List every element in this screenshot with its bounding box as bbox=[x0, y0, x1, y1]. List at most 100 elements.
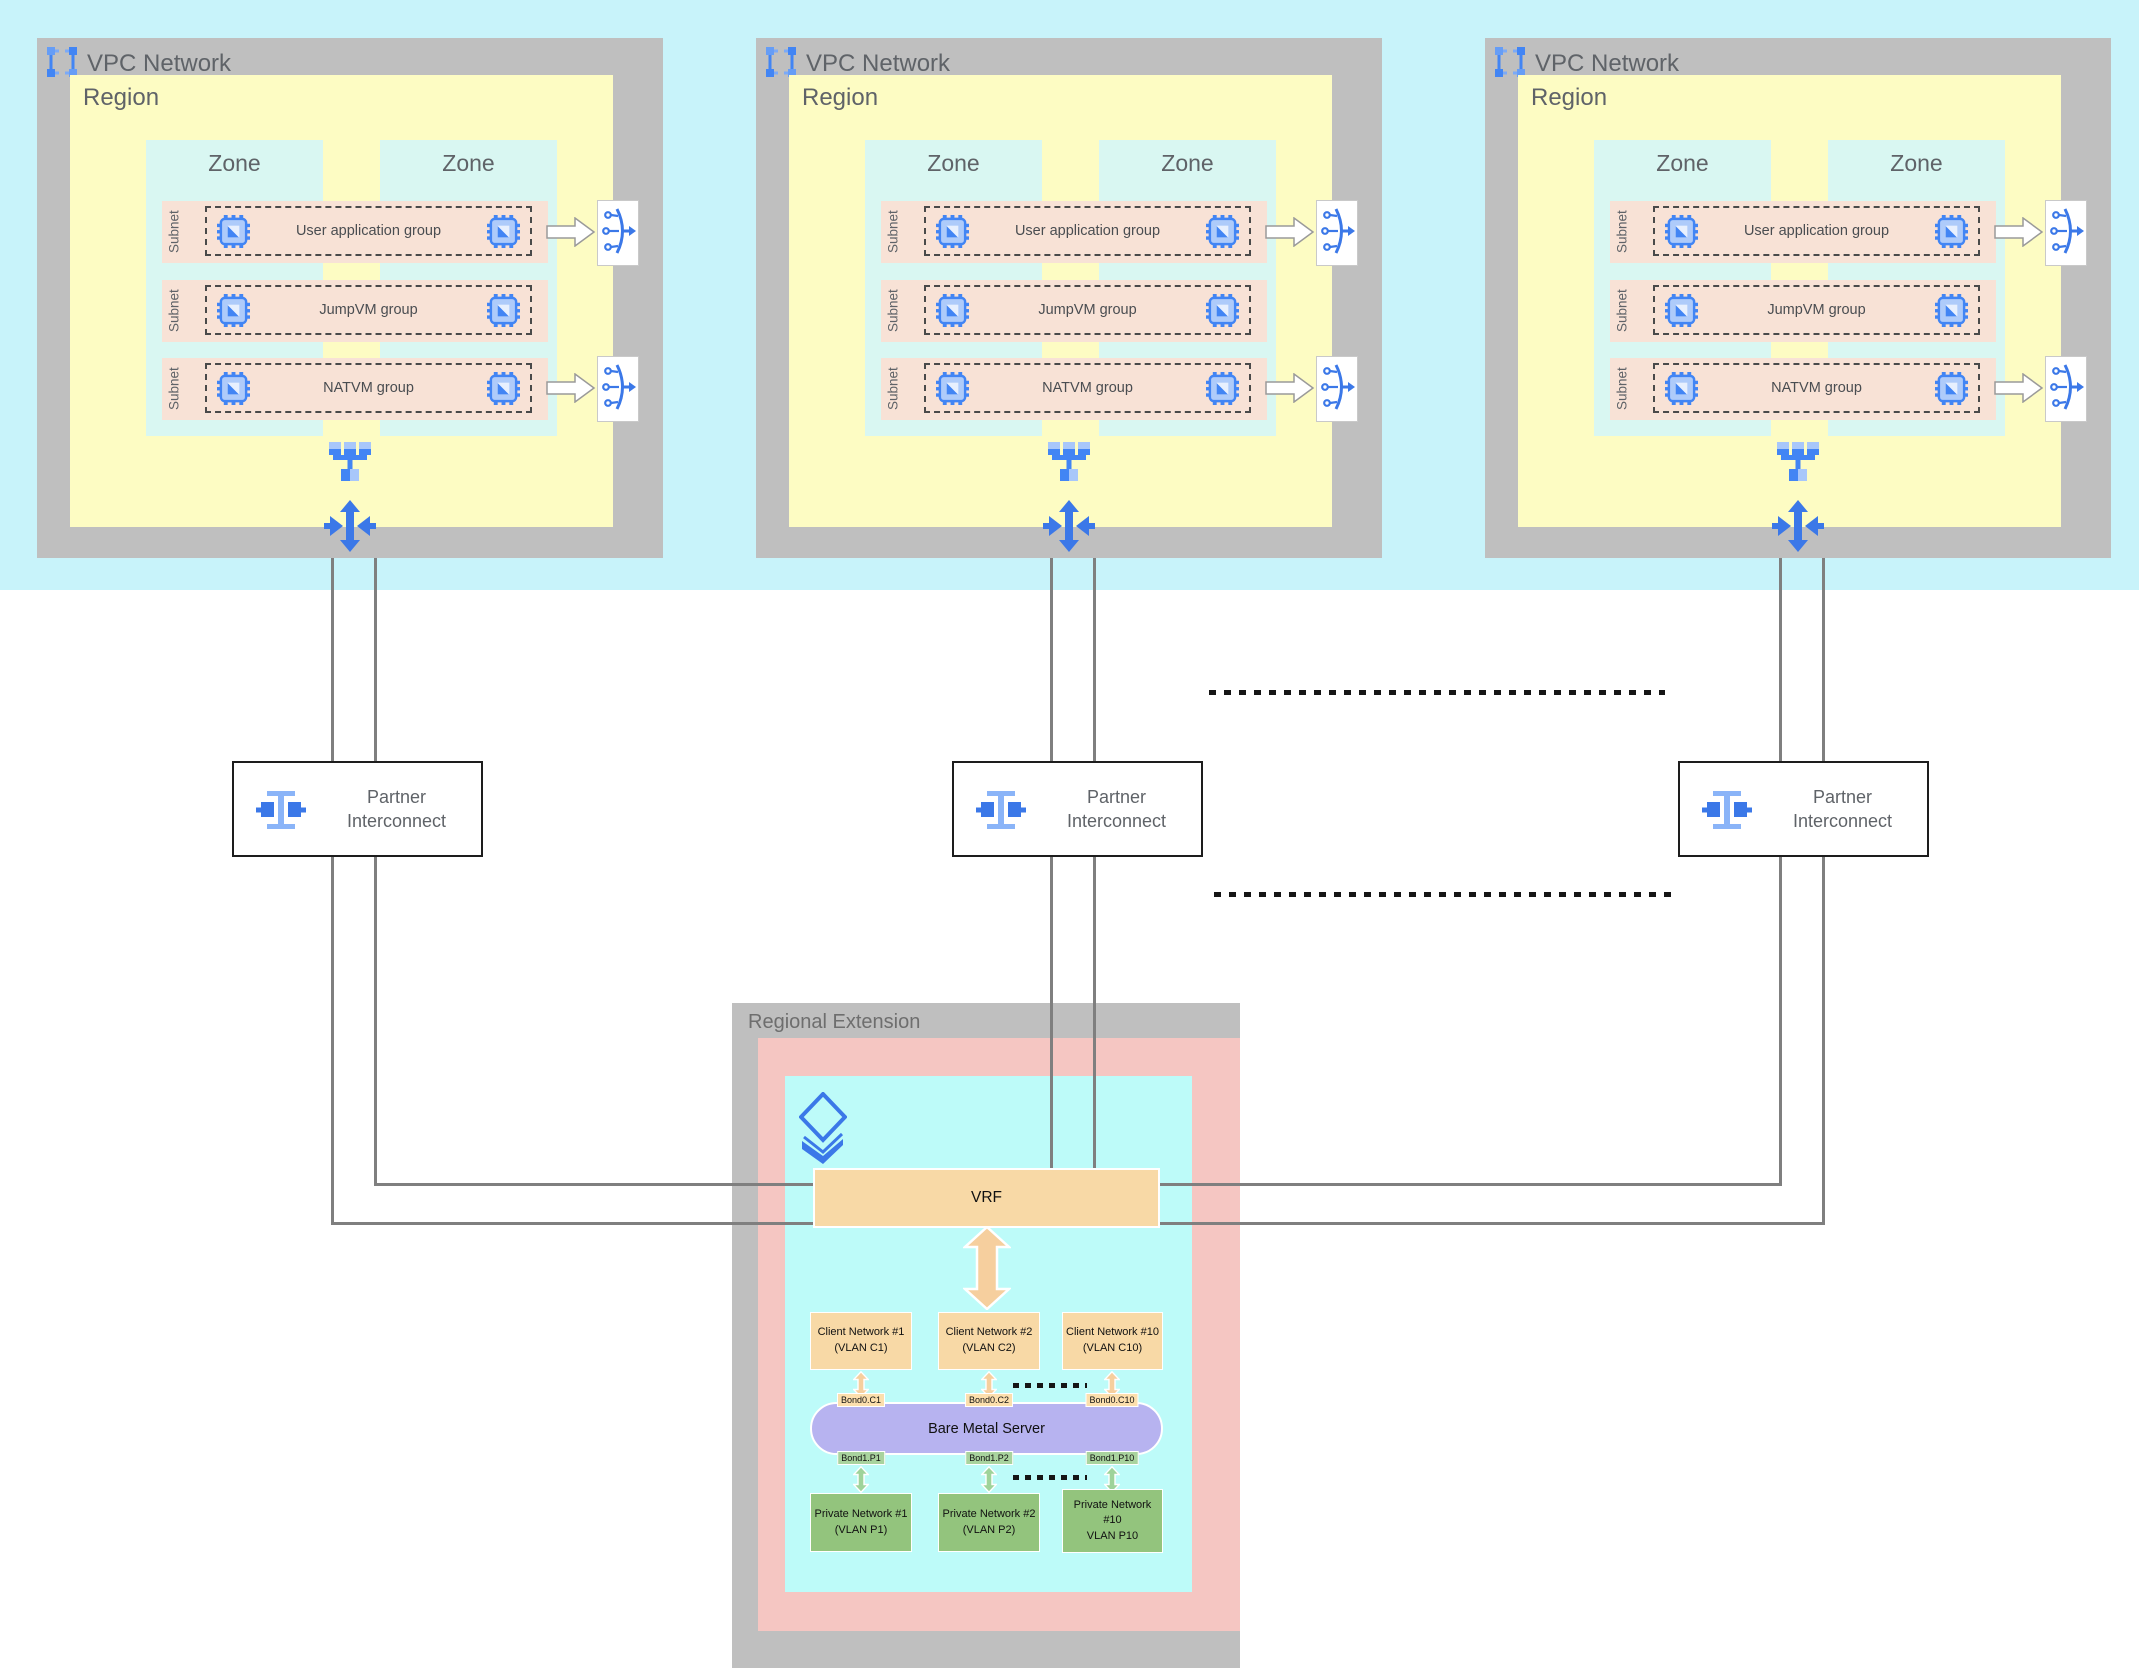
instance-group-label: NATVM group bbox=[323, 380, 414, 396]
regional-extension-title: Regional Extension bbox=[748, 1011, 921, 1033]
instance-group-label: User application group bbox=[1014, 223, 1161, 239]
subnet-row: Subnet User application group bbox=[1610, 201, 1996, 263]
vpc-network-box: VPC Network Region Zone Zone Subnet User… bbox=[1485, 38, 2111, 558]
subnet-label: Subnet bbox=[1614, 210, 1630, 254]
region-box: Region Zone Zone Subnet User application… bbox=[1518, 75, 2061, 527]
instance-group-label: User application group bbox=[1743, 223, 1890, 239]
cloud-router-icon bbox=[324, 500, 376, 557]
bond-interface-label: Bond1.P1 bbox=[837, 1451, 885, 1466]
instance-group-box: User application group bbox=[205, 206, 532, 256]
compute-engine-chip-icon bbox=[1206, 215, 1239, 253]
compute-engine-chip-icon bbox=[487, 215, 520, 253]
region-box: Region Zone Zone Subnet User application… bbox=[70, 75, 613, 527]
subnet-row: Subnet User application group bbox=[162, 201, 548, 263]
compute-engine-chip-icon bbox=[1665, 294, 1698, 332]
instance-group-box: JumpVM group bbox=[1653, 285, 1980, 335]
instance-group-box: User application group bbox=[924, 206, 1251, 256]
instance-group-box: User application group bbox=[1653, 206, 1980, 256]
ellipsis-dotted-line bbox=[1209, 690, 1665, 695]
partner-interconnect-box: Partner Interconnect bbox=[1678, 761, 1929, 857]
compute-engine-chip-icon bbox=[487, 372, 520, 410]
subnet-label: Subnet bbox=[885, 367, 901, 411]
network-tree-icon bbox=[1775, 442, 1821, 487]
instance-group-label: NATVM group bbox=[1042, 380, 1133, 396]
connector-line bbox=[374, 1183, 813, 1186]
cloud-router-icon bbox=[1772, 500, 1824, 557]
connector-line bbox=[1160, 1183, 1782, 1186]
subnet-row: Subnet NATVM group bbox=[162, 358, 548, 420]
subnet-row: Subnet NATVM group bbox=[881, 358, 1267, 420]
connector-line bbox=[1779, 540, 1782, 1183]
instance-group-label: JumpVM group bbox=[1038, 302, 1137, 318]
compute-engine-chip-icon bbox=[1665, 215, 1698, 253]
compute-engine-chip-icon bbox=[936, 215, 969, 253]
flow-arrow-icon bbox=[1994, 216, 2044, 252]
load-balancer-icon bbox=[600, 205, 636, 262]
connector-line bbox=[374, 540, 377, 1183]
vpc-network-icon bbox=[47, 47, 77, 82]
compute-engine-chip-icon bbox=[487, 294, 520, 332]
instance-group-box: NATVM group bbox=[205, 363, 532, 413]
zone-title: Zone bbox=[208, 150, 261, 176]
subnet-row: Subnet JumpVM group bbox=[162, 280, 548, 342]
load-balancer-box bbox=[1316, 356, 1358, 422]
subnet-label: Subnet bbox=[166, 367, 182, 411]
compute-engine-chip-icon bbox=[936, 294, 969, 332]
load-balancer-icon bbox=[1319, 205, 1355, 262]
compute-engine-chip-icon bbox=[1206, 372, 1239, 410]
vpc-network-box: VPC Network Region Zone Zone Subnet User… bbox=[756, 38, 1382, 558]
private-network-box: Private Network #2 (VLAN P2) bbox=[938, 1493, 1040, 1552]
region-title: Region bbox=[1531, 84, 1608, 111]
subnet-label: Subnet bbox=[885, 210, 901, 254]
double-arrow-icon bbox=[961, 1225, 1013, 1315]
partner-interconnect-label: Partner Interconnect bbox=[346, 786, 447, 831]
zone-title: Zone bbox=[1890, 150, 1943, 176]
flow-arrow-icon bbox=[1994, 372, 2044, 408]
compute-engine-chip-icon bbox=[217, 215, 250, 253]
partner-interconnect-icon bbox=[256, 789, 306, 836]
compute-engine-chip-icon bbox=[1935, 294, 1968, 332]
region-box: Region Zone Zone Subnet User application… bbox=[789, 75, 1332, 527]
bond-interface-label: Bond0.C10 bbox=[1085, 1393, 1139, 1408]
compute-engine-chip-icon bbox=[1935, 215, 1968, 253]
vpc-title: VPC Network bbox=[806, 50, 951, 77]
bond-interface-label: Bond1.P10 bbox=[1085, 1451, 1139, 1466]
connector-line bbox=[1160, 1222, 1825, 1225]
bare-metal-server: Bare Metal Server bbox=[810, 1402, 1163, 1455]
flow-arrow-icon bbox=[546, 216, 596, 252]
load-balancer-box bbox=[597, 200, 639, 266]
instance-group-box: JumpVM group bbox=[205, 285, 532, 335]
instance-group-label: JumpVM group bbox=[1767, 302, 1866, 318]
load-balancer-icon bbox=[1319, 361, 1355, 418]
partner-interconnect-label: Partner Interconnect bbox=[1792, 786, 1893, 831]
instance-group-box: NATVM group bbox=[1653, 363, 1980, 413]
vpc-network-box: VPC Network Region Zone Zone Subnet User… bbox=[37, 38, 663, 558]
subnet-row: Subnet JumpVM group bbox=[881, 280, 1267, 342]
connector-line bbox=[1822, 540, 1825, 1222]
partner-interconnect-icon bbox=[976, 789, 1026, 836]
private-network-box: Private Network #10 VLAN P10 bbox=[1062, 1489, 1163, 1553]
region-title: Region bbox=[802, 84, 879, 111]
zone-title: Zone bbox=[442, 150, 495, 176]
interconnect-attachment-icon bbox=[798, 1091, 848, 1171]
client-network-box: Client Network #10 (VLAN C10) bbox=[1062, 1312, 1163, 1370]
instance-group-label: NATVM group bbox=[1771, 380, 1862, 396]
partner-interconnect-box: Partner Interconnect bbox=[232, 761, 483, 857]
load-balancer-icon bbox=[2048, 361, 2084, 418]
vpc-network-icon bbox=[766, 47, 796, 82]
compute-engine-chip-icon bbox=[936, 372, 969, 410]
partner-interconnect-box: Partner Interconnect bbox=[952, 761, 1203, 857]
partner-interconnect-icon bbox=[1702, 789, 1752, 836]
connector-line bbox=[331, 1222, 813, 1225]
flow-arrow-icon bbox=[1265, 372, 1315, 408]
private-network-box: Private Network #1 (VLAN P1) bbox=[810, 1493, 912, 1552]
instance-group-box: NATVM group bbox=[924, 363, 1251, 413]
compute-engine-chip-icon bbox=[1665, 372, 1698, 410]
instance-group-label: JumpVM group bbox=[319, 302, 418, 318]
ellipsis-dotted-line bbox=[1013, 1383, 1087, 1388]
client-network-box: Client Network #2 (VLAN C2) bbox=[938, 1312, 1040, 1370]
instance-group-label: User application group bbox=[295, 223, 442, 239]
zone-title: Zone bbox=[1161, 150, 1214, 176]
subnet-row: Subnet JumpVM group bbox=[1610, 280, 1996, 342]
